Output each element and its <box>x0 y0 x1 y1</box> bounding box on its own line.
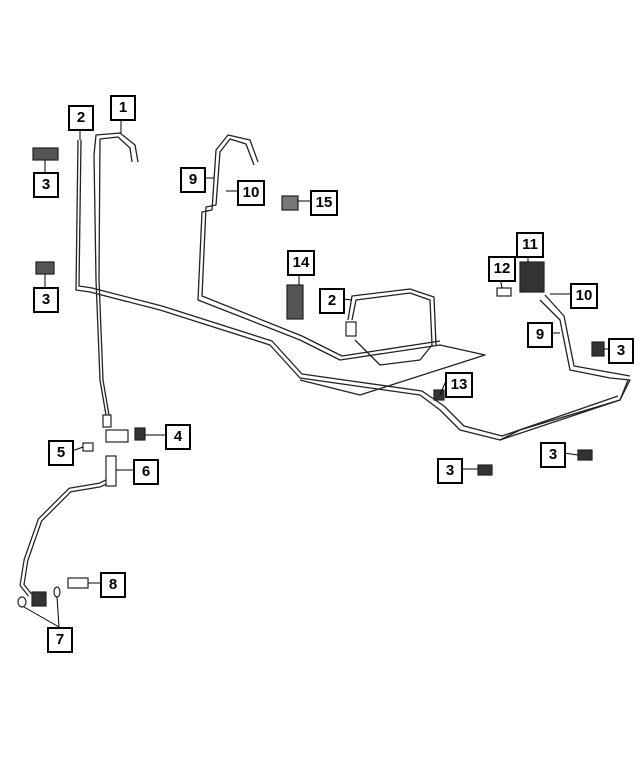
bracket-4 <box>105 429 129 443</box>
brake-tubes <box>19 132 631 597</box>
callout-10: 10 <box>570 283 598 309</box>
callout-13: 13 <box>445 372 473 398</box>
callout-2: 2 <box>68 105 94 131</box>
callout-3: 3 <box>33 287 59 313</box>
callout-3: 3 <box>540 442 566 468</box>
callout-3: 3 <box>33 172 59 198</box>
callout-5: 5 <box>48 440 74 466</box>
washer-7a <box>17 596 27 608</box>
clip-3e <box>577 449 593 461</box>
clip-13 <box>433 389 445 401</box>
brake-tube-2 <box>75 139 629 441</box>
brake-hose-6 <box>19 477 112 597</box>
callout-7: 7 <box>47 627 73 653</box>
small-parts <box>17 147 605 608</box>
banjo-fitting <box>31 591 47 607</box>
clip-3b <box>35 261 55 275</box>
clip-15 <box>281 195 299 211</box>
clip-14 <box>286 284 304 320</box>
callout-9: 9 <box>527 322 553 348</box>
leader-lines <box>23 117 608 628</box>
bolt-5 <box>82 442 94 452</box>
callout-11: 11 <box>516 232 544 258</box>
callout-12: 12 <box>488 256 516 282</box>
clip-3d <box>477 464 493 476</box>
brake-tube-9 <box>197 134 486 396</box>
callout-9: 9 <box>180 167 206 193</box>
fitting-2b <box>345 321 357 337</box>
callout-1: 1 <box>110 95 136 121</box>
callout-15: 15 <box>310 190 338 216</box>
callout-4: 4 <box>165 424 191 450</box>
callout-2: 2 <box>319 288 345 314</box>
brake-tube-2b <box>351 292 433 366</box>
brake-tube-9b <box>499 299 631 441</box>
clip-3a <box>32 147 59 161</box>
tube-fitting <box>102 414 112 428</box>
hose-end-6 <box>105 455 117 487</box>
clip-3c <box>591 341 605 357</box>
callout-3: 3 <box>437 458 463 484</box>
callout-14: 14 <box>287 250 315 276</box>
callout-6: 6 <box>133 459 159 485</box>
callout-8: 8 <box>100 572 126 598</box>
junction-block-11 <box>519 261 545 293</box>
bolt-12 <box>496 287 512 297</box>
banjo-bolt-8 <box>67 577 89 589</box>
callout-3: 3 <box>608 338 634 364</box>
washer-7b <box>53 586 61 598</box>
clip-4 <box>134 427 146 441</box>
callout-10: 10 <box>237 180 265 206</box>
brake-tube-1 <box>93 132 139 416</box>
